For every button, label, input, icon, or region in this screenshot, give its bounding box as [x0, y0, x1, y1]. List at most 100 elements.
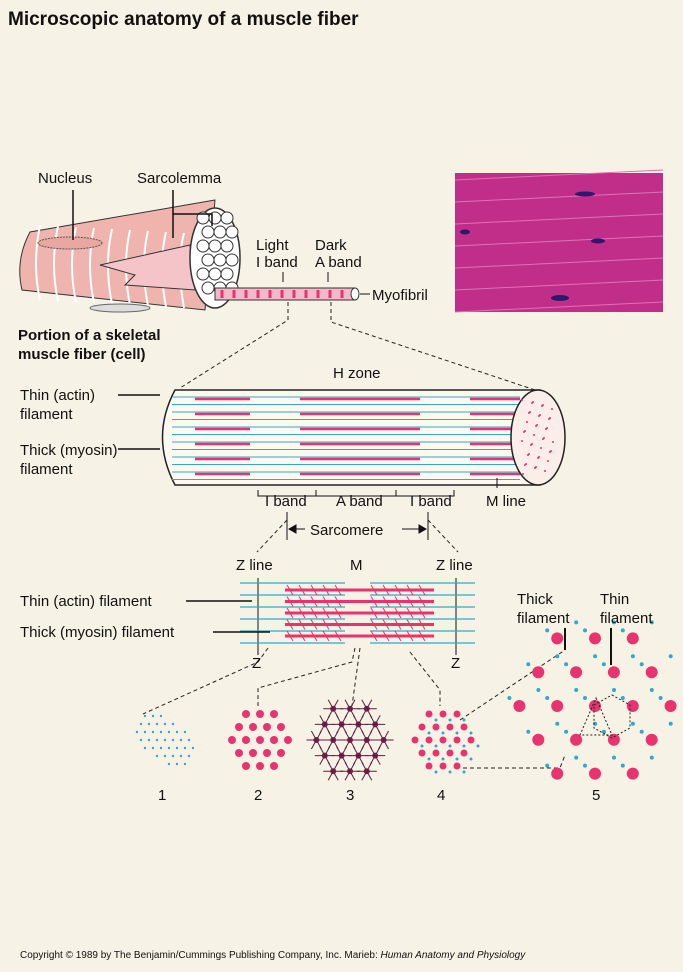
- myosin-head: [298, 584, 306, 596]
- thin-filament-dot: [668, 721, 673, 726]
- thin-filament-dot: [167, 762, 171, 766]
- light-label: Light: [256, 237, 289, 254]
- crossbridge: [378, 730, 390, 750]
- light-i-band-label: I band: [256, 254, 298, 271]
- thick-filament-dot: [626, 632, 639, 645]
- thin-filament-dot: [649, 688, 654, 692]
- myosin-head: [418, 607, 426, 619]
- thin-filament-dot: [583, 763, 587, 768]
- myofibril-end: [201, 281, 215, 295]
- myosin-head: [322, 596, 330, 607]
- myofibril-end: [220, 267, 234, 281]
- thin-filament-dot: [155, 754, 159, 758]
- thin-filament-dot: [434, 744, 438, 748]
- myosin-head: [310, 619, 318, 630]
- thin-filament-dot: [462, 744, 466, 748]
- filament-dot: [533, 434, 535, 436]
- crossbridge: [319, 746, 331, 765]
- myosin-head: [406, 619, 414, 630]
- cross-section-label-4: 4: [437, 787, 445, 804]
- thin-filament-dot: [441, 757, 445, 761]
- muscle-fiber-illustration: [19, 199, 360, 313]
- thin-filament-dot: [159, 746, 163, 750]
- thin-filament-dot: [526, 662, 531, 667]
- myosin-head: [286, 596, 294, 607]
- thin-filament-dot: [159, 714, 163, 718]
- z-line-left-label: Z line: [236, 557, 273, 574]
- filament-dot: [532, 401, 534, 403]
- copyright: Copyright © 1989 by The Benjamin/Cumming…: [20, 950, 526, 961]
- thin-filament-dot: [639, 729, 644, 734]
- thin-filament-dot: [159, 730, 163, 734]
- z-right-label: Z: [451, 655, 460, 672]
- myosin-head: [334, 630, 342, 642]
- thin-filament-dot: [163, 738, 167, 742]
- myofibril-end: [201, 225, 215, 239]
- thick-filament-label-line2: filament: [20, 461, 73, 478]
- thin-filament-dot: [171, 738, 175, 742]
- thin-filament-dot: [139, 738, 143, 742]
- thick-filament-dot: [607, 733, 620, 746]
- fiber-stripe: [35, 224, 41, 301]
- thin-filament-dot: [434, 718, 438, 722]
- thin-filament-dot: [135, 730, 139, 734]
- thin-filament-dot: [147, 722, 151, 726]
- m-line-label: M line: [486, 493, 526, 510]
- cs-thick-label-line1: Thick: [517, 591, 553, 608]
- filament-dot: [521, 440, 523, 442]
- thick-filament-dot: [453, 762, 461, 770]
- thick-filament-dot: [551, 700, 564, 712]
- thin-filament-dot: [183, 762, 187, 766]
- myosin-head: [394, 630, 402, 642]
- myosin-head: [418, 630, 426, 642]
- thin-filament-dot: [179, 754, 183, 758]
- thick-filament-dot: [249, 723, 257, 731]
- myosin-head: [382, 630, 390, 642]
- micrograph-striation: [454, 257, 664, 269]
- crossbridge: [327, 761, 339, 781]
- micrograph-striation: [454, 169, 664, 181]
- thin-filament-dot: [187, 738, 191, 742]
- thin-filament-dot: [427, 731, 431, 735]
- thick-filament-dot: [551, 632, 564, 645]
- sarcomere-thin-filament-label: Thin (actin) filament: [20, 593, 153, 610]
- myosin-head: [370, 607, 378, 619]
- thin-filament-dot: [143, 746, 147, 750]
- myosin-head: [286, 619, 294, 630]
- thick-filament-dot: [446, 723, 454, 731]
- micrograph-striation: [454, 279, 664, 291]
- myosin-head: [334, 596, 342, 607]
- filament-dot: [539, 414, 541, 416]
- filament-dot: [526, 421, 528, 423]
- myosin-head: [298, 619, 306, 630]
- thin-filament-dot: [147, 738, 151, 742]
- myosin-head: [286, 584, 294, 596]
- thick-filament-dot: [589, 632, 601, 645]
- myofibril-end: [201, 253, 215, 267]
- thin-filament-dot: [545, 628, 550, 633]
- nucleus-shape: [37, 236, 103, 250]
- myofibril-end: [196, 267, 210, 281]
- thin-filament-dot: [171, 722, 175, 726]
- thin-filament-dot: [171, 754, 175, 758]
- thin-filament-dot: [574, 688, 579, 692]
- myofibril-end: [213, 253, 227, 267]
- myofibril-end: [220, 211, 234, 225]
- thin-filament-dot: [583, 696, 587, 700]
- filament-dot: [524, 430, 526, 432]
- thin-filament-dot: [420, 744, 424, 748]
- myofibril-end: [225, 253, 239, 267]
- thick-filament-dot: [418, 749, 426, 757]
- thin-filament-dot: [601, 729, 606, 734]
- filament-dot: [522, 473, 524, 475]
- thick-filament-dot: [453, 736, 461, 744]
- thin-filament-label-line2: filament: [20, 406, 73, 423]
- thick-filament-dot: [228, 736, 236, 744]
- thick-filament-dot: [645, 666, 658, 679]
- thin-filament-dot: [183, 746, 187, 750]
- thick-filament-dot: [532, 733, 545, 746]
- thick-filament-dot: [235, 749, 243, 757]
- thin-filament-dot: [462, 770, 466, 774]
- filament-dot: [525, 463, 527, 465]
